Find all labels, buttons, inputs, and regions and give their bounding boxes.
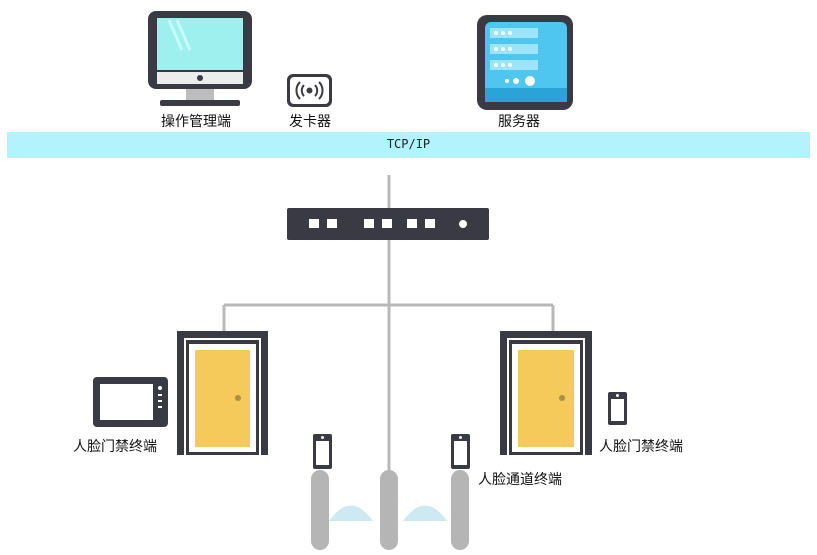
face-terminal-tablet-icon	[608, 392, 627, 425]
face-terminal-screen-icon	[93, 377, 168, 427]
turnstile-gate-wing	[329, 505, 373, 521]
turnstile-icon	[311, 434, 470, 550]
face-channel-label: 人脸通道终端	[478, 472, 562, 488]
left-face-door-label: 人脸门禁终端	[73, 439, 157, 455]
operator-label: 操作管理端	[161, 114, 231, 130]
left-door-icon	[177, 331, 268, 455]
card-issuer-label: 发卡器	[289, 114, 331, 130]
monitor-icon	[148, 11, 252, 106]
server-icon	[477, 15, 573, 110]
connection-lines	[222, 175, 555, 478]
server-label: 服务器	[498, 114, 540, 130]
right-door-icon	[500, 331, 592, 455]
bus-label: TCP/IP	[386, 137, 431, 151]
turnstile-post	[451, 470, 469, 550]
turnstile-gate-wing	[403, 505, 447, 521]
right-face-door-label: 人脸门禁终端	[599, 439, 683, 455]
network-switch-icon	[287, 208, 489, 240]
turnstile-post	[311, 470, 329, 550]
card-reader-icon	[287, 74, 332, 107]
tcp-ip-bus: TCP/IP	[7, 132, 810, 158]
turnstile-post	[380, 470, 398, 550]
